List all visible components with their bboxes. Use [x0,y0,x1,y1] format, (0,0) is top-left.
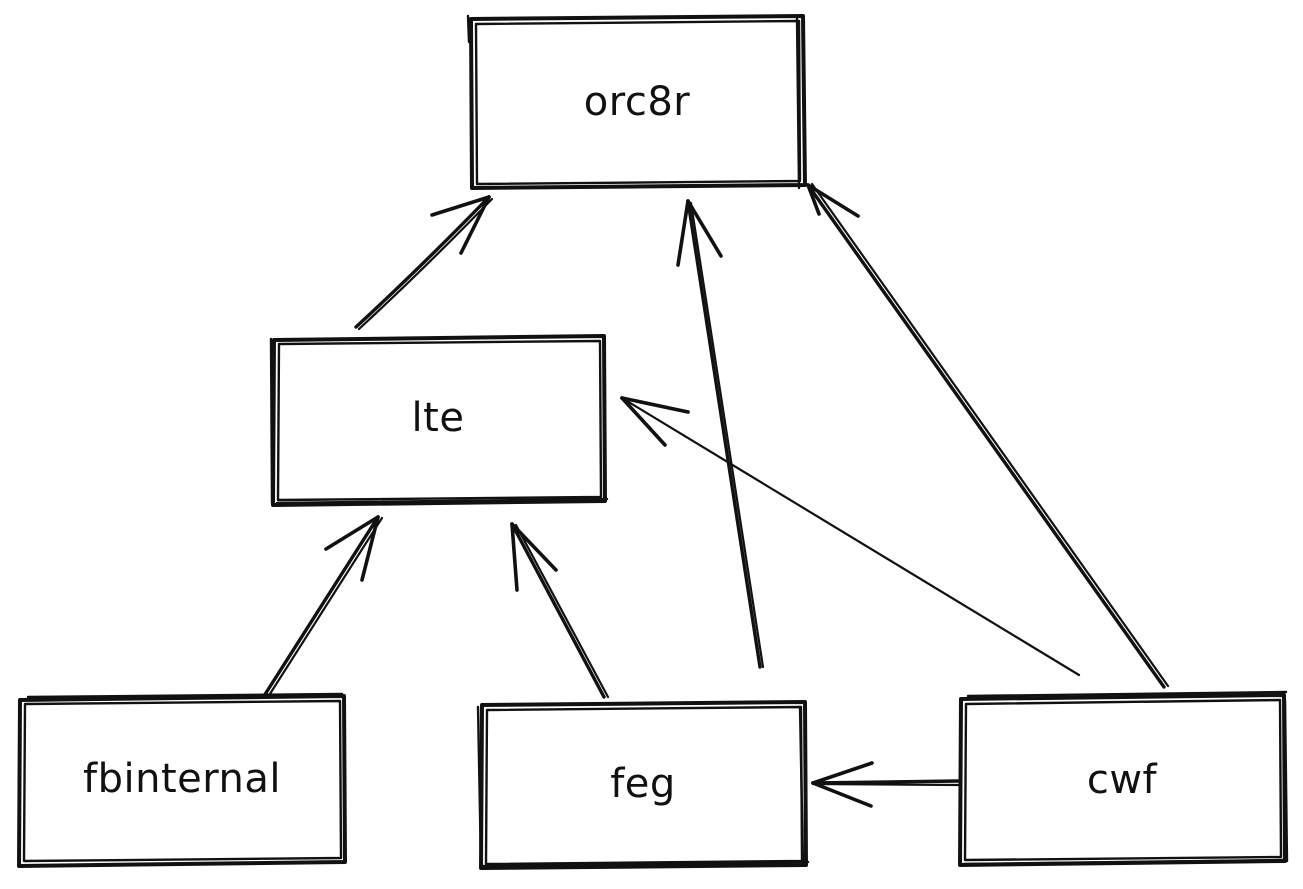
node-orc8r[interactable]: orc8r [466,14,807,190]
node-cwf[interactable]: cwf [958,690,1289,867]
node-label-lte: lte [412,395,465,441]
node-label-fbinternal: fbinternal [83,756,281,802]
edge-feg-to-orc8r[interactable] [676,199,765,669]
node-feg[interactable]: feg [476,700,810,870]
edge-fbinternal-to-lte[interactable] [262,515,384,699]
node-label-feg: feg [610,761,676,807]
edge-cwf-to-orc8r[interactable] [806,182,1170,689]
edge-cwf-to-feg[interactable] [811,761,961,808]
edge-feg-to-lte[interactable] [510,522,610,699]
node-fbinternal[interactable]: fbinternal [17,692,347,868]
node-label-orc8r: orc8r [584,79,690,125]
edge-lte-to-orc8r[interactable] [354,195,494,331]
node-label-cwf: cwf [1087,757,1158,803]
edge-cwf-to-lte[interactable] [620,396,1081,677]
node-lte[interactable]: lte [269,334,609,507]
edges-layer [262,182,1170,808]
